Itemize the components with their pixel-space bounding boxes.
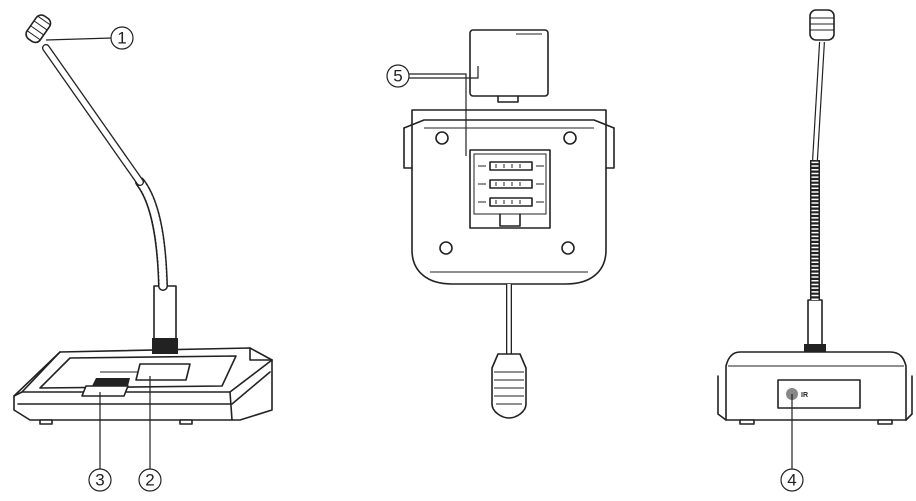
left-base-body: [13, 347, 273, 421]
callout-5-label: 5: [393, 67, 402, 86]
ir-label: IR: [801, 392, 808, 399]
battery-cells: [478, 161, 544, 207]
callout-3-label: 3: [95, 471, 104, 490]
callout-1: 1: [45, 26, 134, 50]
callout-5: 5: [386, 64, 479, 156]
callout-4: 4: [780, 394, 804, 492]
callout-4-label: 4: [787, 471, 796, 490]
callout-2-label: 2: [145, 471, 154, 490]
left-view-microphone: [13, 14, 273, 425]
right-mic-stem: [807, 299, 823, 347]
left-mic-stem: [153, 285, 177, 343]
center-mic-capsule: [491, 353, 527, 419]
center-view-bottom: [403, 29, 615, 419]
callout-1-label: 1: [117, 29, 126, 48]
callout-3: 3: [88, 392, 112, 492]
right-view-front: IR: [717, 9, 913, 425]
left-mic-collar: [152, 338, 178, 354]
battery-cover: [469, 29, 549, 97]
callout-2: 2: [138, 376, 162, 492]
display-panel: [135, 363, 191, 381]
right-mic-capsule: [809, 9, 835, 41]
talk-button: [81, 385, 129, 397]
